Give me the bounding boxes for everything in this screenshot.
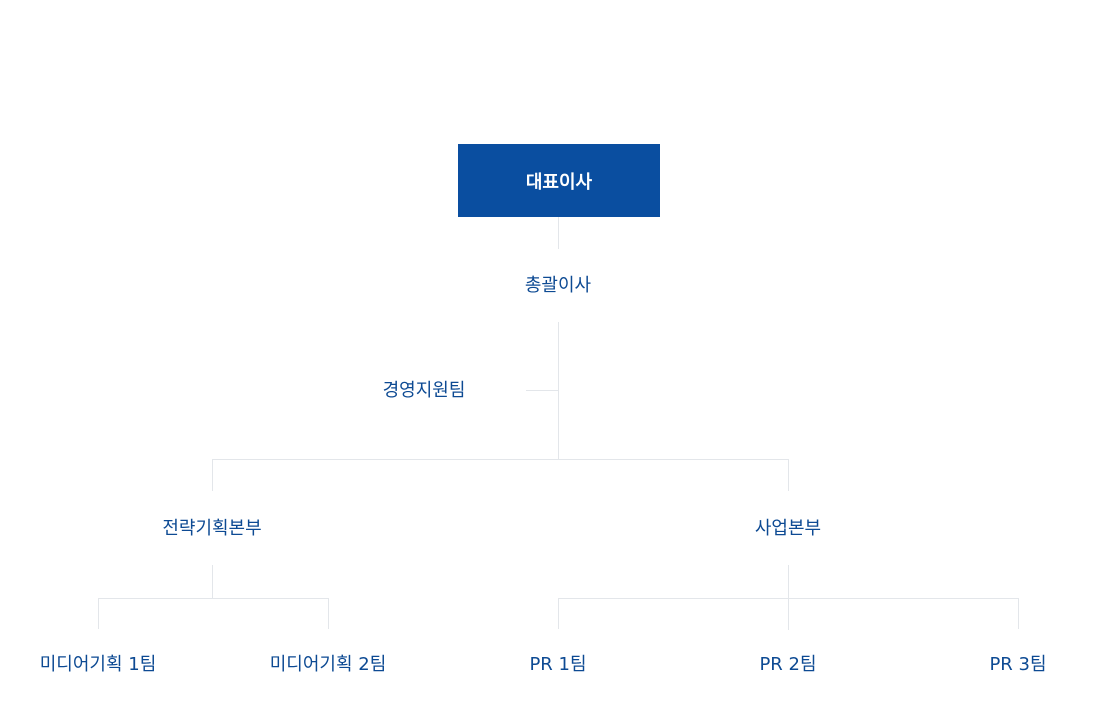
team-media1-label: 미디어기획 1팀: [39, 654, 157, 675]
connector-gm-trunk: [558, 322, 559, 460]
team-pr3-label: PR 3팀: [989, 654, 1047, 675]
connector-strategy-team-bar: [98, 598, 329, 599]
connector-division-bar: [212, 459, 789, 460]
connector-business-drop: [788, 459, 789, 491]
team-pr1-label: PR 1팀: [529, 654, 587, 675]
connector-support-branch: [526, 390, 559, 391]
connector-team-media2-drop: [328, 598, 329, 629]
support-team-label: 경영지원팀: [382, 380, 466, 401]
team-pr2-label: PR 2팀: [759, 654, 817, 675]
general-manager-label: 총괄이사: [524, 275, 592, 296]
connector-team-pr3-drop: [1018, 598, 1019, 629]
connector-team-pr1-drop: [558, 598, 559, 629]
connector-business-down: [788, 565, 789, 630]
connector-business-team-bar: [558, 598, 1019, 599]
connector-team-media1-drop: [98, 598, 99, 629]
connector-ceo-gm: [558, 217, 559, 249]
team-media2-label: 미디어기획 2팀: [269, 654, 387, 675]
business-division-label: 사업본부: [754, 518, 822, 539]
connector-strategy-down: [212, 565, 213, 599]
connector-strategy-drop: [212, 459, 213, 491]
ceo-box: 대표이사: [458, 144, 660, 217]
strategy-division-label: 전략기획본부: [162, 518, 262, 539]
ceo-label: 대표이사: [525, 171, 593, 193]
